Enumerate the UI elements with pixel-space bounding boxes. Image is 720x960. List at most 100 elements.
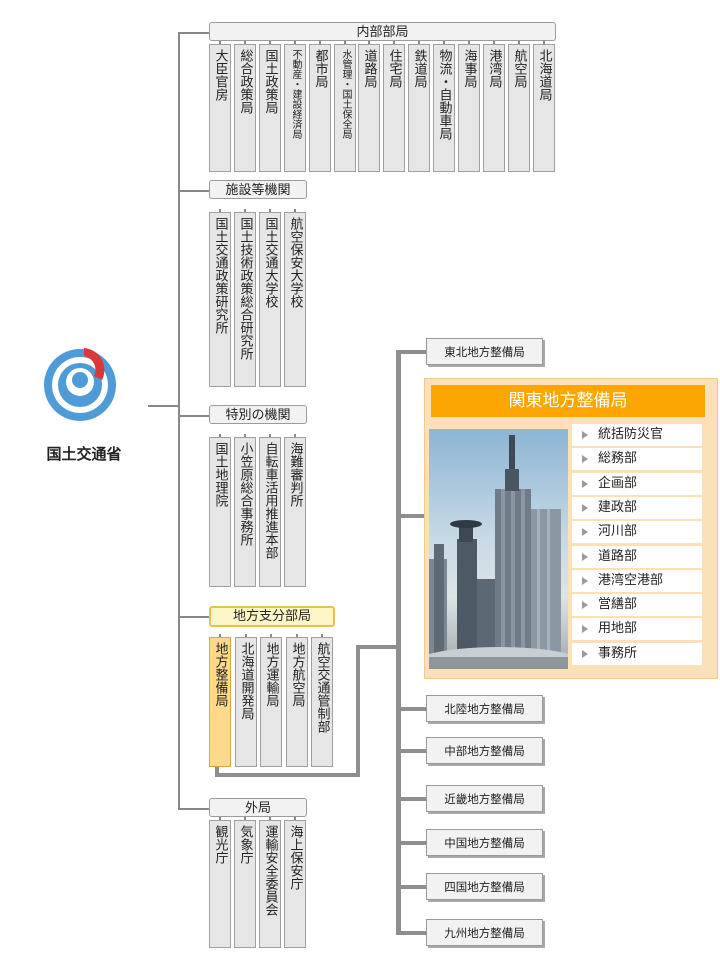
internal-item: 住宅局 [383,44,405,172]
kanto-department-item: 用地部 [572,618,702,641]
kanto-department-label: 河川部 [598,524,638,540]
bullet-triangle-icon [582,649,588,658]
bureau-kinki: 近畿地方整備局 [426,785,543,812]
regional-bureau-trunk [396,350,401,934]
kanto-department-item: 道路部 [572,545,702,568]
internal-item: 道路局 [358,44,380,172]
column-connector-tick [543,41,545,44]
internal-item: 港湾局 [483,44,505,172]
regional-connector-mid [356,645,398,649]
bullet-triangle-icon [582,479,588,488]
header-external-bureaus: 外局 [209,798,307,817]
column-connector-tick [245,634,247,637]
branch-external-line [178,808,210,810]
external-item: 海上保安庁 [284,820,306,948]
facilities-item: 国土技術政策総合研究所 [234,212,256,387]
column-connector-tick [244,434,246,437]
column-connector-tick [244,209,246,212]
bureau-shikoku: 四国地方整備局 [426,873,543,900]
bureau-chubu: 中部地方整備局 [426,737,543,764]
internal-item: 総合政策局 [234,44,256,172]
kanto-department-label: 企画部 [598,475,638,491]
kanto-department-item: 建政部 [572,496,702,519]
header-facilities: 施設等機関 [209,180,307,199]
kanto-department-item: 港湾空港部 [572,569,702,592]
bureau-tohoku: 東北地方整備局 [426,338,543,365]
kanto-department-label: 営繕部 [598,597,638,613]
column-connector-tick [468,41,470,44]
kanto-department-label: 事務所 [598,645,638,661]
column-connector-tick [393,41,395,44]
branch-special-line [178,415,210,417]
bullet-triangle-icon [582,455,588,464]
link-shikoku [396,885,426,889]
link-hokuriku [396,707,426,711]
bullet-triangle-icon [582,552,588,561]
branch-regional-line [178,616,210,618]
column-connector-tick [344,41,346,44]
bullet-triangle-icon [582,503,588,512]
regional-item: 航空交通管制部 [311,637,333,767]
external-item: 観光庁 [209,820,231,948]
internal-item: 物流・自動車局 [433,44,455,172]
facilities-item: 航空保安大学校 [284,212,306,387]
header-regional-branches: 地方支分部局 [209,606,335,627]
column-connector-tick [244,817,246,820]
regional-connector-down [215,765,219,777]
column-connector-tick [294,41,296,44]
mlit-logo-icon [44,348,116,421]
kanto-department-label: 建政部 [598,499,638,515]
column-connector-tick [418,41,420,44]
internal-item: 不動産・建設経済局 [284,44,306,172]
regional-item: 地方運輸局 [260,637,282,767]
internal-item: 航空局 [508,44,530,172]
column-connector-tick [319,41,321,44]
bullet-triangle-icon [582,625,588,634]
internal-item: 海事局 [458,44,480,172]
regional-connector-horizontal [215,773,360,777]
column-connector-tick [321,634,323,637]
internal-item: 水管理・国土保全局 [334,44,356,172]
column-connector-tick [219,817,221,820]
kanto-bureau-title: 関東地方整備局 [431,385,705,417]
header-internal-bureaus: 内部部局 [209,22,556,41]
bureau-kyushu: 九州地方整備局 [426,919,543,946]
special-item: 国土地理院 [209,437,231,587]
external-item: 気象庁 [234,820,256,948]
column-connector-tick [269,41,271,44]
bureau-chugoku: 中国地方整備局 [426,829,543,856]
kanto-department-item: 企画部 [572,472,702,495]
column-connector-tick [294,434,296,437]
link-tohoku [396,350,426,354]
kanto-department-item: 営繕部 [572,594,702,617]
kanto-department-item: 河川部 [572,521,702,544]
link-kyushu [396,931,426,935]
column-connector-tick [493,41,495,44]
logo-connector-line [148,405,179,407]
internal-item: 都市局 [309,44,331,172]
link-chubu [396,749,426,753]
link-kanto [396,514,424,518]
special-item: 小笠原総合事務所 [234,437,256,587]
mlit-logo [40,340,125,425]
column-connector-tick [269,209,271,212]
branch-facilities-line [178,190,210,192]
column-connector-tick [219,634,221,637]
bullet-triangle-icon [582,431,588,439]
header-special-organizations: 特別の機関 [209,405,307,424]
mlit-name: 国土交通省 [46,445,122,463]
branch-internal-line [178,32,210,34]
column-connector-tick [244,41,246,44]
facilities-item: 国土交通大学校 [259,212,281,387]
kanto-department-label: 道路部 [598,548,638,564]
column-connector-tick [443,41,445,44]
column-connector-tick [294,209,296,212]
link-chugoku [396,841,426,845]
main-trunk-line [178,32,180,809]
external-item: 運輸安全委員会 [259,820,281,948]
regional-item: 地方航空局 [286,637,308,767]
kanto-department-label: 総務部 [598,451,638,467]
kanto-department-item: 統括防災官 [572,424,702,446]
kanto-department-item: 事務所 [572,642,702,665]
column-connector-tick [269,434,271,437]
